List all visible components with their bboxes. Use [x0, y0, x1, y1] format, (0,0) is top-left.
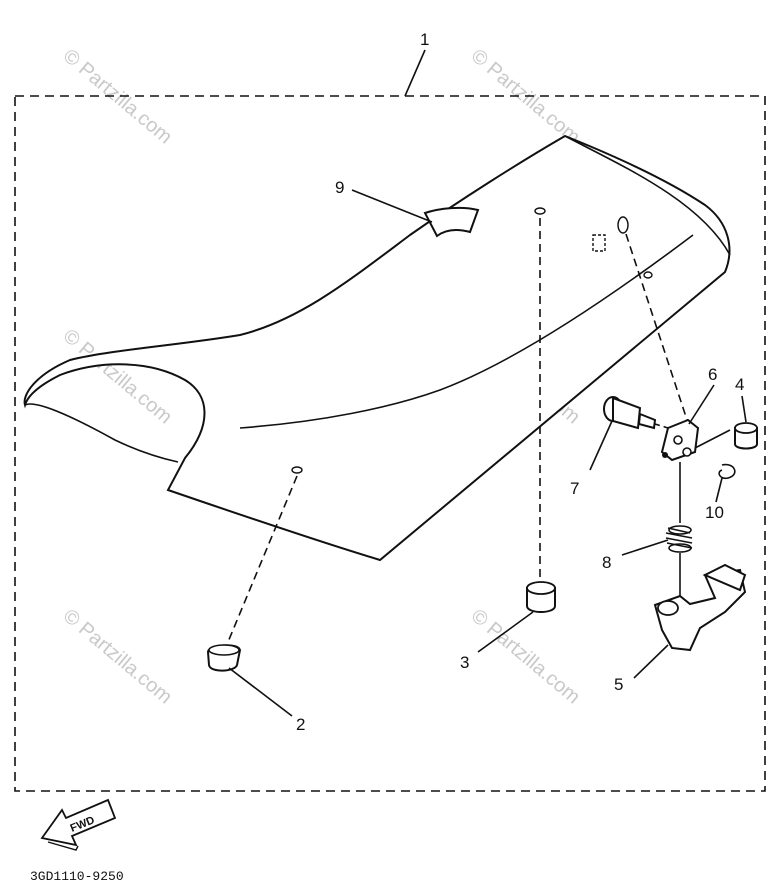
seat-body: [23, 134, 731, 562]
watermark: © Partzilla.com: [59, 605, 176, 708]
callout-10: 10: [705, 503, 724, 522]
bracket-part-6: [660, 418, 700, 462]
forward-arrow-icon: FWD: [40, 798, 117, 851]
seat-seam-line: [239, 234, 694, 429]
leader-line-10: [715, 477, 723, 503]
lever-part-5: [653, 563, 747, 652]
callout-leaders: [228, 189, 747, 717]
seat-strap: [423, 206, 480, 238]
callout-5: 5: [614, 675, 623, 694]
seat-assembly: [23, 134, 731, 562]
mount-hole: [643, 271, 653, 279]
leader-line-1: [404, 49, 426, 97]
callout-7: 7: [570, 479, 579, 498]
callout-4: 4: [735, 375, 744, 394]
leader-line-5: [633, 644, 669, 679]
leader-line-3: [477, 611, 534, 653]
assembly-frame: [14, 95, 766, 792]
leader-line-4: [741, 395, 747, 423]
callout-3: 3: [460, 653, 469, 672]
seat-cutout-edge: [24, 403, 179, 463]
callout-6: 6: [708, 365, 717, 384]
watermark: © Partzilla.com: [59, 325, 176, 428]
assembly-lines: [227, 218, 689, 643]
callout-8: 8: [602, 553, 611, 572]
assembly-line: [654, 423, 669, 429]
watermark: © Partzilla.com: [467, 605, 584, 708]
mount-hole: [534, 207, 546, 215]
leader-line-9: [351, 189, 433, 223]
assembly-line: [625, 233, 689, 424]
leader-line-6: [688, 384, 715, 425]
damper-part-3: [526, 581, 556, 613]
mount-hole: [291, 466, 303, 474]
leader-line-8: [621, 539, 669, 556]
mount-hole: [617, 216, 629, 234]
seat-rear-edge: [564, 135, 731, 256]
pin-part-7: [603, 396, 657, 430]
clip-part-10: [718, 463, 736, 480]
callout-1: 1: [420, 30, 429, 49]
callout-9: 9: [335, 178, 344, 197]
leader-line-7: [589, 420, 613, 471]
mount-slot: [592, 234, 606, 252]
assembly-line: [227, 475, 298, 643]
damper-part-2: [206, 644, 242, 672]
diagram-code: 3GD1110-9250: [30, 869, 124, 884]
leader-line-10b: [694, 429, 731, 449]
spring-part-8: [665, 525, 693, 553]
leader-line-2: [228, 667, 293, 717]
callout-2: 2: [296, 715, 305, 734]
grommet-part-4: [734, 422, 758, 450]
